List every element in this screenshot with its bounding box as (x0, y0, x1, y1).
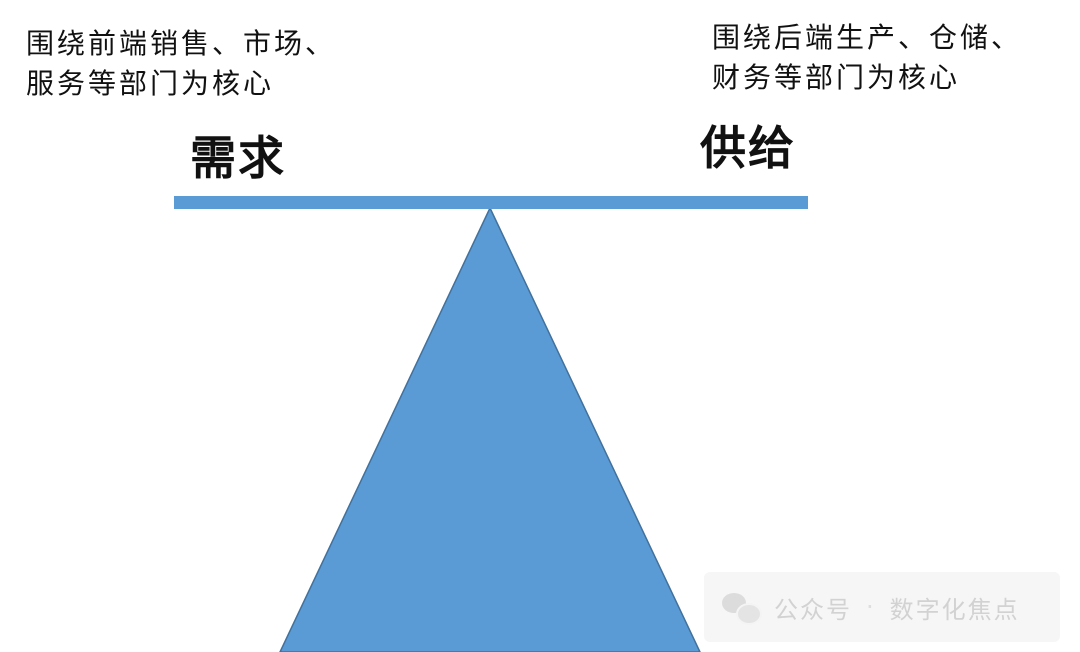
watermark-source: 公众号 (774, 595, 852, 624)
wechat-icon (722, 591, 762, 625)
supply-description: 围绕后端生产、仓储、 财务等部门为核心 (712, 18, 1022, 98)
watermark-separator: · (866, 593, 876, 621)
supply-description-line-1: 围绕后端生产、仓储、 (712, 21, 1023, 54)
demand-description: 围绕前端销售、市场、 服务等部门为核心 (26, 24, 336, 104)
watermark: 公众号 · 数字化焦点 (704, 572, 1060, 642)
supply-label: 供给 (700, 121, 796, 175)
demand-description-line-1: 围绕前端销售、市场、 (26, 27, 337, 60)
demand-description-line-2: 服务等部门为核心 (26, 67, 275, 100)
watermark-account: 数字化焦点 (889, 595, 1020, 624)
demand-label: 需求 (190, 131, 286, 185)
balance-beam (174, 196, 808, 209)
supply-description-line-2: 财务等部门为核心 (712, 61, 961, 94)
fulcrum-triangle (279, 206, 701, 652)
